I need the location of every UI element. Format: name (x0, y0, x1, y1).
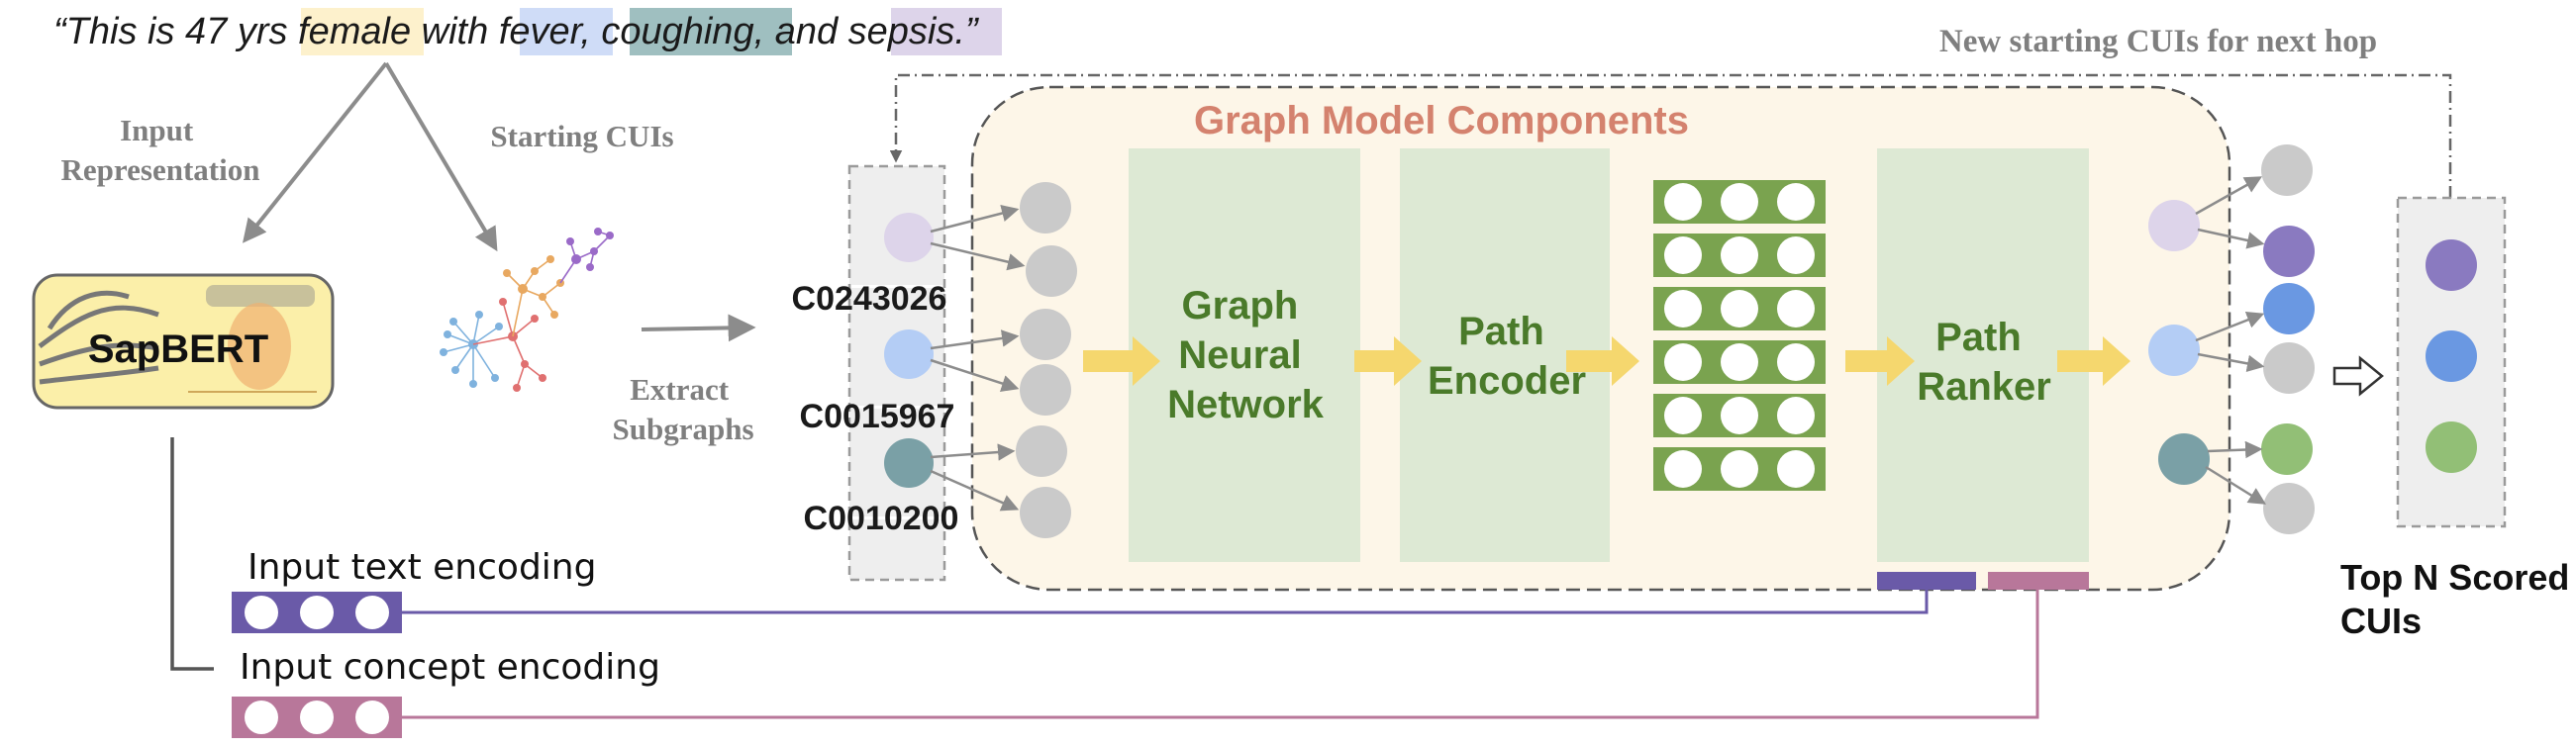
flame-icon (38, 290, 159, 385)
extract-arrow (641, 314, 756, 342)
path-ranker-block (1877, 148, 2089, 562)
coughing-highlight (630, 8, 792, 55)
flow-arrow-1 (1083, 336, 1160, 386)
flow-arrow-3 (1566, 336, 1639, 386)
neighbor-nodes (1016, 182, 1077, 538)
path-embedding-cell (1664, 290, 1702, 327)
path-embedding-cell (1777, 450, 1815, 488)
flow-arrows (1083, 336, 2130, 386)
flow-arrow-2 (1354, 336, 1422, 386)
path-embedding-cell (1721, 183, 1758, 221)
arrow-to-sapbert (243, 61, 388, 243)
flow-arrow-5 (2057, 336, 2130, 386)
word-coughing: coughing (601, 11, 753, 52)
text-encoding-vector (232, 592, 402, 633)
concept-encoding-connector (402, 590, 2039, 719)
ranker-output-edges (2195, 176, 2266, 505)
ranker-concept-enc-bar (1988, 572, 2089, 590)
path-embedding-cell (1664, 450, 1702, 488)
cui-node-sepsis (884, 213, 934, 262)
starting-cuis-label: Starting CUIs (490, 119, 673, 153)
path-embedding-cell (1777, 290, 1815, 327)
flow-arrow-4 (1845, 336, 1915, 386)
hollow-arrow-icon (2332, 355, 2384, 397)
extract-subgraphs-label: Extract Subgraphs (612, 372, 753, 446)
input-representation-label: Input Representation (61, 113, 260, 187)
fever-highlight (520, 8, 613, 55)
top-cui-1 (2426, 239, 2477, 291)
path-embedding-cell (1664, 397, 1702, 434)
female-highlight (301, 8, 424, 55)
sepsis-highlight (891, 8, 1002, 55)
cui-label-3: C0010200 (804, 500, 959, 537)
concept-encoding-vector (232, 697, 402, 738)
word-sepsis: sepsis (848, 11, 955, 52)
input-concept-encoding-label: Input concept encoding (240, 647, 660, 688)
word-female: female (298, 11, 411, 52)
path-embeddings (1653, 180, 1826, 491)
path-ranker-label: Path Ranker (1917, 316, 2051, 409)
top-cui-2 (2426, 330, 2477, 382)
ranker-output-nodes (2148, 144, 2315, 534)
next-hop-feedback-arrow (889, 73, 2452, 198)
cui-node-fever (884, 329, 934, 379)
path-embedding-cell (1777, 343, 1815, 381)
word-fever: fever (499, 11, 584, 52)
path-embedding-cell (1777, 183, 1815, 221)
path-embedding-cell (1777, 236, 1815, 274)
path-embedding-cell (1721, 290, 1758, 327)
cui-node-coughing (884, 438, 934, 488)
path-embedding-cell (1721, 397, 1758, 434)
next-hop-label: New starting CUIs for next hop (1939, 24, 2377, 59)
neighbor-edges (930, 204, 1026, 512)
cui-label-1: C0243026 (792, 280, 947, 318)
path-encoder-label: Path Encoder (1428, 310, 1586, 403)
bert-face-icon (188, 285, 317, 393)
sapbert-to-encodings-line (170, 437, 214, 671)
path-embedding-cell (1664, 343, 1702, 381)
top-cui-3 (2426, 421, 2477, 473)
arrow-to-starting-cuis (384, 61, 498, 252)
input-text-encoding-label: Input text encoding (248, 547, 596, 588)
graph-model-components-title: Graph Model Components (1194, 99, 1689, 142)
path-embedding-cell (1721, 450, 1758, 488)
top-n-label: Top N Scored CUIs (2340, 557, 2576, 641)
input-sentence: “This is 47 yrs female with fever, cough… (53, 11, 980, 52)
path-embedding-cell (1777, 397, 1815, 434)
svg-text:SapBERT: SapBERT (88, 327, 268, 371)
path-embedding-cell (1664, 236, 1702, 274)
ranker-text-enc-bar (1877, 572, 1976, 590)
gnn-label: Graph Neural Network (1167, 284, 1325, 426)
path-embedding-cell (1721, 236, 1758, 274)
text-encoding-connector (402, 590, 1929, 614)
gnn-block (1129, 148, 1360, 562)
path-embedding-cell (1721, 343, 1758, 381)
knowledge-graph-icon (440, 228, 614, 392)
sapbert-logo: SapBERT (32, 273, 335, 410)
cui-label-2: C0015967 (800, 398, 955, 435)
path-embedding-cell (1664, 183, 1702, 221)
